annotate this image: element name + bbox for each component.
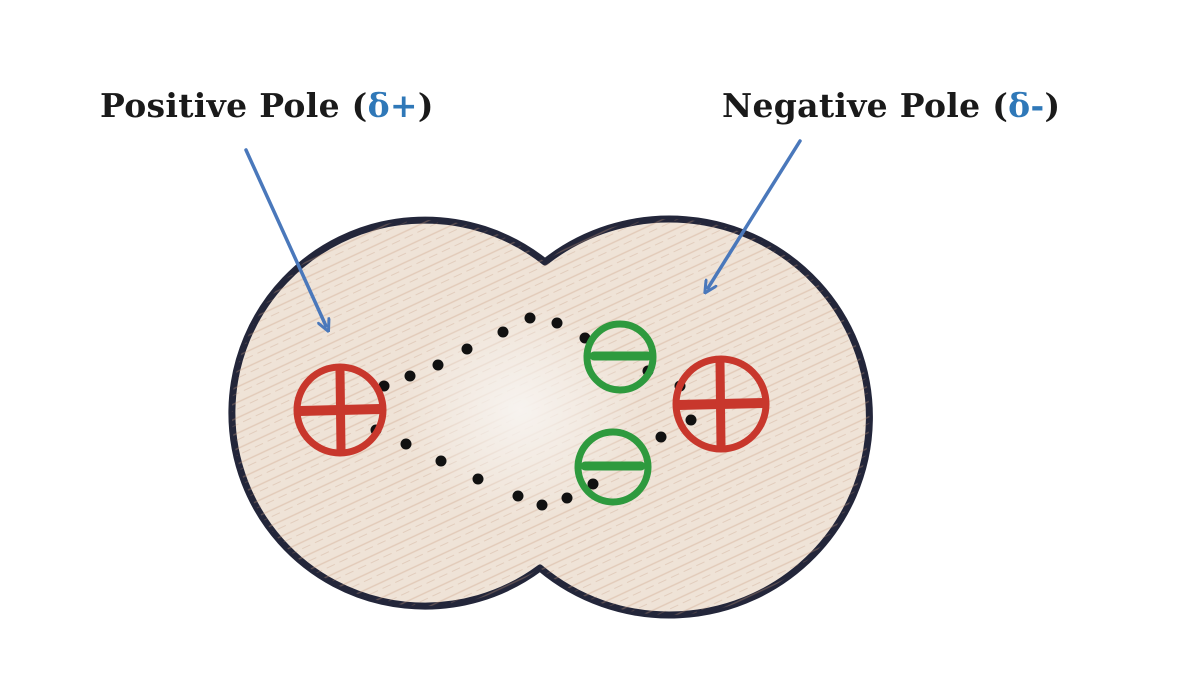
electron-dot [432, 359, 444, 371]
electron-dot [551, 317, 563, 329]
positive-pole-arrow [244, 148, 326, 326]
electron-dot [561, 492, 573, 504]
plus-charge-icon [672, 355, 770, 453]
plus-charge-icon [293, 363, 387, 457]
negative-pole-arrow [708, 139, 802, 288]
positive-pole-label: Positive Pole (δ+) [100, 86, 434, 125]
electron-dot [497, 326, 509, 338]
delta-plus-symbol: δ+ [367, 86, 418, 125]
electron-dot [400, 438, 412, 450]
delta-minus-symbol: δ- [1008, 86, 1045, 125]
electron-dot [512, 490, 524, 502]
electron-dot [524, 312, 536, 324]
positive-pole-text: Positive Pole ( [100, 86, 368, 125]
minus-charge-icon [574, 428, 652, 506]
electron-dot [472, 473, 484, 485]
electron-dot [461, 343, 473, 355]
electron-dot [655, 431, 667, 443]
atom-outline [228, 215, 873, 619]
electron-dot [587, 478, 599, 490]
electron-dot [536, 499, 548, 511]
negative-pole-close: ) [1044, 86, 1061, 125]
negative-pole-text: Negative Pole ( [722, 86, 1009, 125]
minus-charge-icon [583, 320, 657, 394]
negative-pole-label: Negative Pole (δ-) [722, 86, 1060, 125]
positive-pole-close: ) [417, 86, 434, 125]
electron-dot [404, 370, 416, 382]
electron-dot [685, 414, 697, 426]
electron-dot [435, 455, 447, 467]
